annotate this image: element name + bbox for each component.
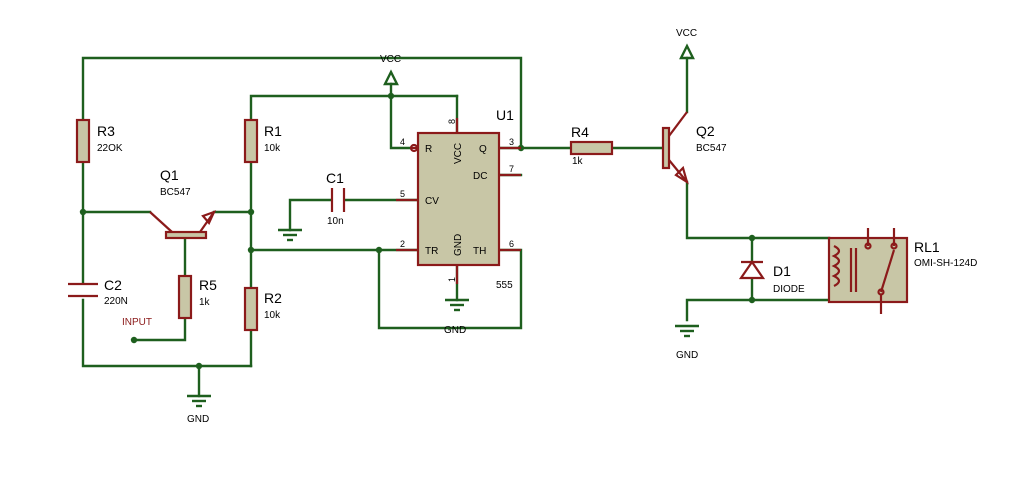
relay-rl1: RL1 OMI-SH-124D: [827, 228, 977, 314]
wire-top-rail: [81, 56, 523, 150]
capacitor-c1: C1 10n: [326, 170, 346, 227]
gnd-label: GND: [676, 350, 698, 361]
resistor-r3: R3 22OK: [75, 118, 123, 164]
u1-label: U1: [496, 107, 514, 123]
wire-r5-input: [132, 316, 187, 342]
pin-label-r: R: [425, 144, 432, 155]
r3-value: 22OK: [97, 143, 123, 154]
vcc-symbol-top: VCC: [380, 54, 401, 86]
junction-dot: [247, 208, 255, 216]
wire-c1-gnd: [288, 198, 333, 232]
rl1-label: RL1: [914, 239, 940, 255]
input-label: INPUT: [122, 317, 152, 328]
d1-label: D1: [773, 263, 791, 279]
gnd-symbol-c1: [278, 228, 302, 242]
d1-value: DIODE: [773, 284, 805, 295]
wire-relay-gnd: [685, 298, 831, 322]
q2-value: BC547: [696, 143, 727, 154]
pin-label-tr: TR: [425, 246, 438, 257]
vcc-label: VCC: [676, 28, 697, 39]
resistor-r5: R5 1k: [177, 274, 217, 320]
gnd-label: GND: [187, 414, 209, 425]
pin-number-5: 5: [400, 189, 405, 199]
rl1-value: OMI-SH-124D: [914, 258, 977, 269]
pin-number-3: 3: [509, 137, 514, 147]
c1-value: 10n: [327, 216, 344, 227]
gnd-symbol-left: GND: [187, 394, 211, 425]
ic-555: R Q DC CV TR TH VCC GND 4 3 7 5 2 6 8 1 …: [396, 107, 521, 291]
pin-number-8: 8: [447, 119, 457, 124]
capacitor-c2: C2 220N: [68, 277, 128, 307]
pin-number-2: 2: [400, 239, 405, 249]
resistor-r4: R4 1k: [569, 124, 614, 167]
gnd-label: GND: [444, 325, 466, 336]
r4-label: R4: [571, 124, 589, 140]
r5-value: 1k: [199, 297, 211, 308]
junction-dot: [748, 296, 756, 304]
junctions: [79, 92, 756, 370]
r4-value: 1k: [572, 156, 584, 167]
r2-label: R2: [264, 290, 282, 306]
input-terminal: [130, 336, 138, 344]
c2-value: 220N: [104, 296, 128, 307]
vcc-symbol-right: VCC: [676, 28, 697, 60]
pin-label-cv: CV: [425, 196, 439, 207]
junction-dot: [247, 246, 255, 254]
junction-dot: [375, 246, 383, 254]
c2-label: C2: [104, 277, 122, 293]
resistor-r1: R1 10k: [243, 118, 282, 164]
junction-dot: [79, 208, 87, 216]
pin-number-6: 6: [509, 239, 514, 249]
wire-c2-gnd: [81, 298, 253, 368]
r3-label: R3: [97, 123, 115, 139]
vcc-label: VCC: [380, 54, 401, 65]
pin-label-th: TH: [473, 246, 486, 257]
r2-value: 10k: [264, 310, 281, 321]
wire-vcc-pin4: [389, 82, 412, 150]
junction-dot: [387, 92, 395, 100]
pin-label-gnd: GND: [453, 234, 464, 256]
r1-label: R1: [264, 123, 282, 139]
pin-number-4: 4: [400, 137, 405, 147]
transistor-q2: Q2 BC547: [661, 111, 727, 185]
q1-value: BC547: [160, 187, 191, 198]
q1-label: Q1: [160, 167, 179, 183]
gnd-symbol-right: GND: [675, 324, 699, 361]
r5-label: R5: [199, 277, 217, 293]
pin-number-1: 1: [447, 277, 457, 282]
pin-number-7: 7: [509, 164, 514, 174]
pin-label-vcc: VCC: [453, 143, 464, 164]
junction-dot: [748, 234, 756, 242]
gnd-symbol-mid: GND: [444, 298, 469, 336]
u1-value: 555: [496, 280, 513, 291]
resistor-r2: R2 10k: [243, 286, 282, 332]
junction-dot: [195, 362, 203, 370]
q2-label: Q2: [696, 123, 715, 139]
transistor-q1: Q1 BC547: [149, 167, 217, 240]
pin-label-dc: DC: [473, 171, 487, 182]
wire-q2-relay: [685, 180, 831, 240]
pin-label-q: Q: [479, 144, 487, 155]
r1-value: 10k: [264, 143, 281, 154]
wire-r1-vcc: [249, 94, 459, 122]
c1-label: C1: [326, 170, 344, 186]
diode-d1: D1 DIODE: [738, 260, 805, 295]
